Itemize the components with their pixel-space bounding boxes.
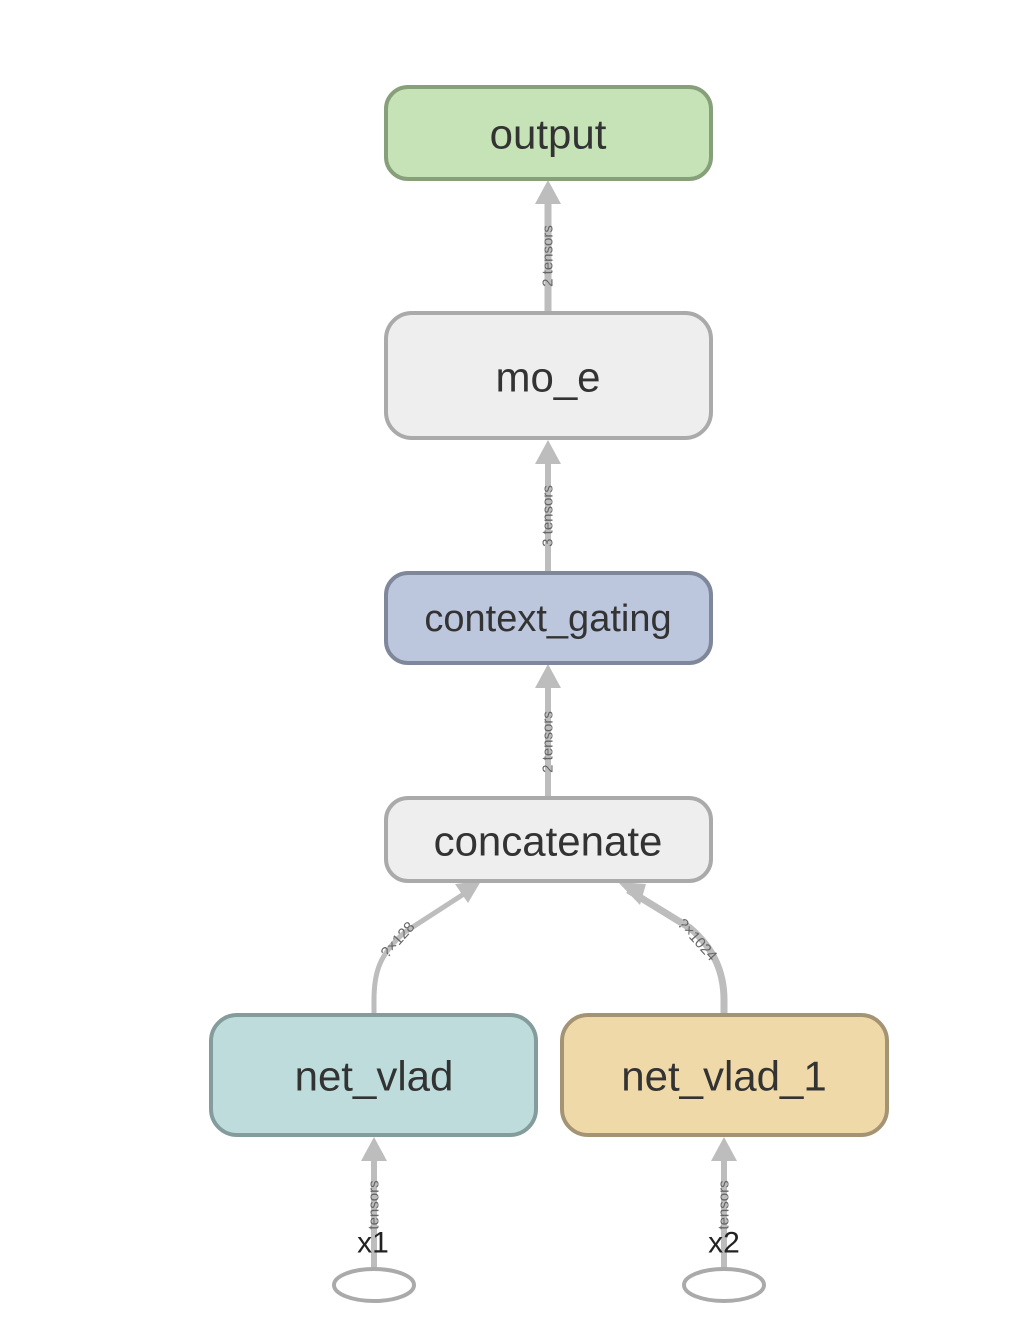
edge-label-concatenate-to-context-gating: 2 tensors <box>540 711 557 773</box>
input-x1[interactable]: x1 <box>332 1227 416 1303</box>
node-concatenate[interactable]: concatenate <box>384 796 713 883</box>
edge-label-net-vlad-1-to-concatenate: ?×1024 <box>674 916 720 965</box>
edge-mo-e-to-output: 2 tensors <box>535 180 561 312</box>
arrow-head-icon <box>535 180 561 204</box>
arrow-head-icon <box>535 664 561 688</box>
node-output-label: output <box>490 111 607 158</box>
node-output[interactable]: output <box>384 85 713 181</box>
node-context-gating-label: context_gating <box>424 598 671 640</box>
input-ellipse-icon <box>682 1267 766 1303</box>
node-net-vlad-1-label: net_vlad_1 <box>621 1053 827 1100</box>
arrow-head-icon <box>455 881 481 903</box>
node-context-gating[interactable]: context_gating <box>384 571 713 665</box>
edge-context-gating-to-mo-e: 3 tensors <box>535 440 561 572</box>
input-ellipse-icon <box>332 1267 416 1303</box>
edge-label-context-gating-to-mo-e: 3 tensors <box>540 485 557 547</box>
edge-label-mo-e-to-output: 2 tensors <box>540 225 557 287</box>
edge-label-x1-to-net-vlad: tensors <box>366 1180 383 1229</box>
input-x1-label: x1 <box>357 1227 389 1260</box>
node-mo-e[interactable]: mo_e <box>384 311 713 440</box>
edge-label-x2-to-net-vlad-1: tensors <box>716 1180 733 1229</box>
edge-x1-to-net-vlad: tensors <box>361 1137 387 1268</box>
node-mo-e-label: mo_e <box>495 354 600 401</box>
arrow-head-icon <box>618 882 646 905</box>
node-net-vlad[interactable]: net_vlad <box>209 1013 538 1137</box>
input-x2-label: x2 <box>708 1227 740 1260</box>
arrow-head-icon <box>535 440 561 464</box>
arrow-head-icon <box>361 1137 387 1161</box>
arrow-head-icon <box>711 1137 737 1161</box>
edge-x2-to-net-vlad-1: tensors <box>711 1137 737 1268</box>
edge-label-net-vlad-to-concatenate: ?×128 <box>378 919 419 962</box>
node-net-vlad-label: net_vlad <box>295 1053 454 1100</box>
edge-concatenate-to-context-gating: 2 tensors <box>535 664 561 797</box>
edge-net-vlad-to-concatenate: ?×128 <box>371 881 481 1014</box>
input-x2[interactable]: x2 <box>682 1227 766 1303</box>
node-concatenate-label: concatenate <box>434 818 663 865</box>
node-net-vlad-1[interactable]: net_vlad_1 <box>560 1013 889 1137</box>
edge-net-vlad-1-to-concatenate: ?×1024 <box>618 882 728 1014</box>
